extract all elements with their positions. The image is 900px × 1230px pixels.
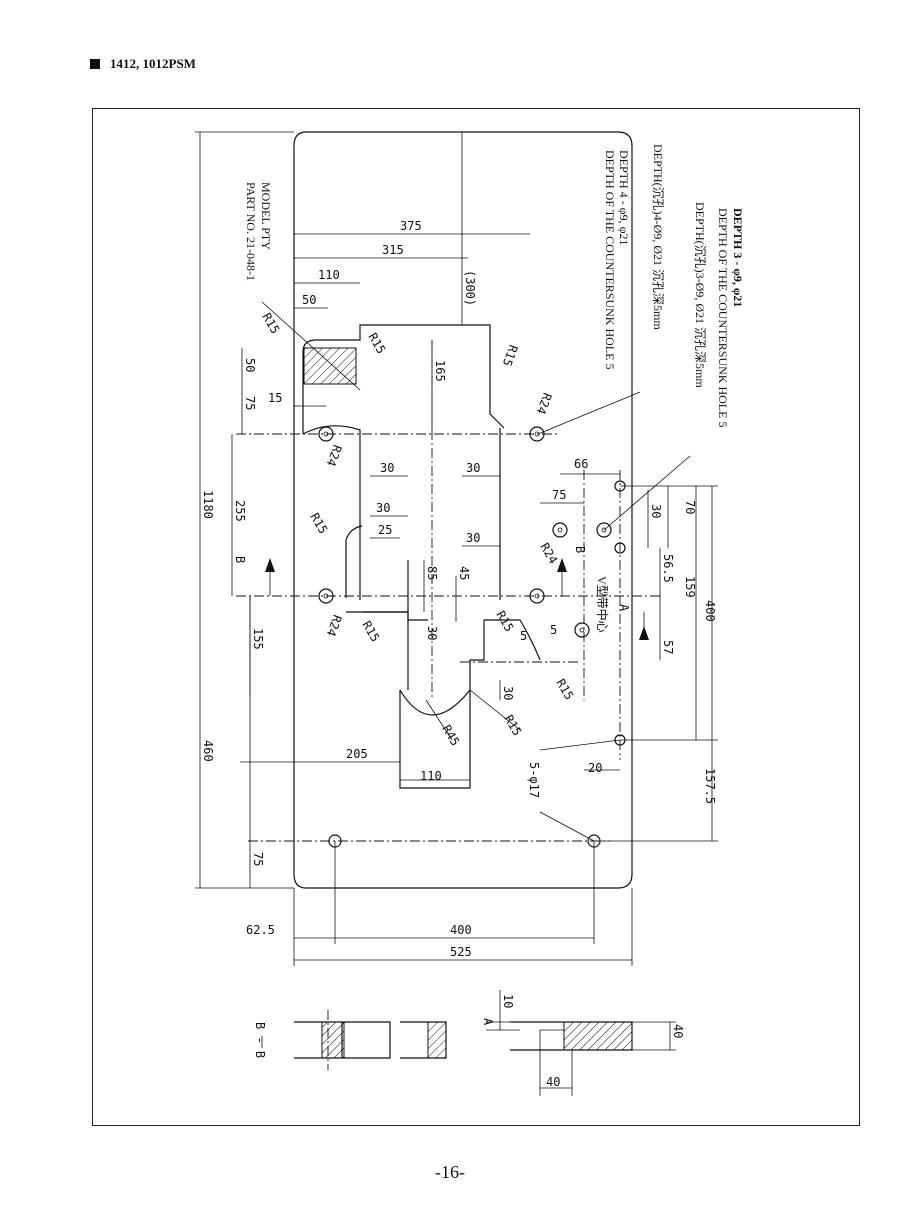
- dim-157: 157.5: [703, 768, 717, 804]
- dim-159: 159: [683, 576, 697, 598]
- dim-255: 255: [233, 500, 247, 522]
- dim-40b: 40: [671, 1024, 685, 1038]
- dimension-lines: [195, 131, 718, 966]
- label-a1: A: [617, 604, 631, 612]
- hole: [596, 522, 612, 538]
- hole: [529, 588, 545, 604]
- note-depth3-2: DEPTH OF THE COUNTERSUNK HOLE 5: [716, 208, 730, 427]
- mounting-holes: [318, 426, 626, 848]
- plate-outline: [293, 131, 633, 889]
- upper-cutout: [302, 324, 505, 600]
- radius-r24c: R24: [537, 541, 560, 567]
- dim-30a: 30: [380, 461, 394, 475]
- dim-30f: 30: [501, 686, 515, 700]
- hole: [574, 622, 590, 638]
- model-title: 1412, 1012PSM: [110, 56, 196, 71]
- dim-1180: 1180: [201, 490, 215, 519]
- dim-56: 56.5: [661, 554, 675, 583]
- dim-375: 375: [400, 219, 422, 233]
- dim-5b: 5: [520, 629, 527, 643]
- section-arrow: [557, 558, 567, 572]
- dim-40a: 40: [546, 1075, 560, 1089]
- note-v-belt: V型带中心: [595, 576, 610, 633]
- page-number: -16-: [435, 1162, 465, 1182]
- lower-cutout: [362, 611, 485, 789]
- dim-75c: 75: [251, 852, 265, 866]
- label-b1: B: [233, 556, 247, 563]
- dim-75b: 75: [552, 488, 566, 502]
- dim-20: 20: [588, 761, 602, 775]
- dim-85: 85: [425, 566, 439, 580]
- radius-r15g: R15: [553, 677, 576, 703]
- radius-r15e: R15: [359, 619, 382, 645]
- dim-300: (300): [463, 270, 477, 306]
- hole: [318, 426, 334, 442]
- radius-r15f: R15: [493, 609, 516, 635]
- hole: [318, 588, 334, 604]
- radius-r15a: R15: [259, 311, 282, 337]
- dim-155: 155: [251, 628, 265, 650]
- hole: [614, 542, 626, 554]
- center-slot: [345, 525, 428, 621]
- dim-400h: 400: [450, 923, 472, 937]
- section-arrow: [639, 626, 649, 640]
- note-depth4-2: DEPTH 4 - φ9, φ21: [617, 150, 631, 246]
- drawing-frame: [92, 108, 860, 1126]
- dim-25: 25: [378, 523, 392, 537]
- dim-66: 66: [574, 457, 588, 471]
- hatched-block: [303, 347, 357, 385]
- dim-50: 50: [302, 293, 316, 307]
- dim-30g: 30: [649, 504, 663, 518]
- label-b2: B: [573, 546, 587, 553]
- radius-r15h: R15: [501, 713, 524, 739]
- radius-r15b: R15: [365, 331, 388, 357]
- dim-5a: 5: [550, 623, 557, 637]
- note-depth4-3: DEPTH OF THE COUNTERSUNK HOLE 5: [603, 150, 617, 369]
- hole: [529, 426, 545, 442]
- page-header: 1412, 1012PSM: [90, 56, 196, 72]
- hole: [552, 522, 568, 538]
- dim-110b: 110: [420, 769, 442, 783]
- dim-165: 165: [433, 360, 447, 382]
- radius-r15d: R15: [307, 511, 330, 537]
- dim-205: 205: [346, 747, 368, 761]
- note-depth3-1: DEPTH 3 - φ9, φ21: [731, 208, 745, 307]
- dim-110: 110: [318, 268, 340, 282]
- dim-45: 45: [457, 566, 471, 580]
- dim-50b: 50: [243, 358, 257, 372]
- radius-r24a: R24: [534, 391, 555, 416]
- label-a2: A: [481, 1018, 495, 1026]
- section-view-bb: [261, 1010, 447, 1070]
- radius-r24b: R24: [324, 443, 345, 468]
- note-model-1: MODEL PTY: [259, 182, 273, 250]
- note-holes: 5-φ17: [527, 762, 541, 798]
- section-view-aa: [486, 990, 676, 1096]
- dim-460: 460: [201, 740, 215, 762]
- dim-30b: 30: [466, 461, 480, 475]
- note-section-bb: B - B: [253, 1022, 267, 1058]
- radius-r24d: R24: [324, 613, 345, 638]
- dim-75a: 75: [243, 396, 257, 410]
- dim-62: 62.5: [246, 923, 275, 937]
- radius-r15c: R15: [500, 343, 521, 368]
- note-model-2: PART NO. 21-048-1: [244, 182, 258, 281]
- dim-315: 315: [382, 243, 404, 257]
- note-depth4-1: DEPTH(沉孔)4-Ø9, Ø21 沉孔深5mm: [651, 144, 665, 330]
- dim-400v: 400: [703, 600, 717, 622]
- note-depth3-3: DEPTH(沉孔)3-Ø9, Ø21 沉孔深5mm: [693, 202, 707, 388]
- dim-30c: 30: [376, 501, 390, 515]
- dim-525: 525: [450, 945, 472, 959]
- dim-30d: 30: [466, 531, 480, 545]
- dim-57: 57: [661, 640, 675, 654]
- section-arrow: [265, 558, 275, 572]
- dim-30e: 30: [425, 626, 439, 640]
- dim-10: 10: [501, 994, 515, 1008]
- dim-70: 70: [683, 500, 697, 514]
- dim-15: 15: [268, 391, 282, 405]
- bullet-square-icon: [90, 59, 100, 69]
